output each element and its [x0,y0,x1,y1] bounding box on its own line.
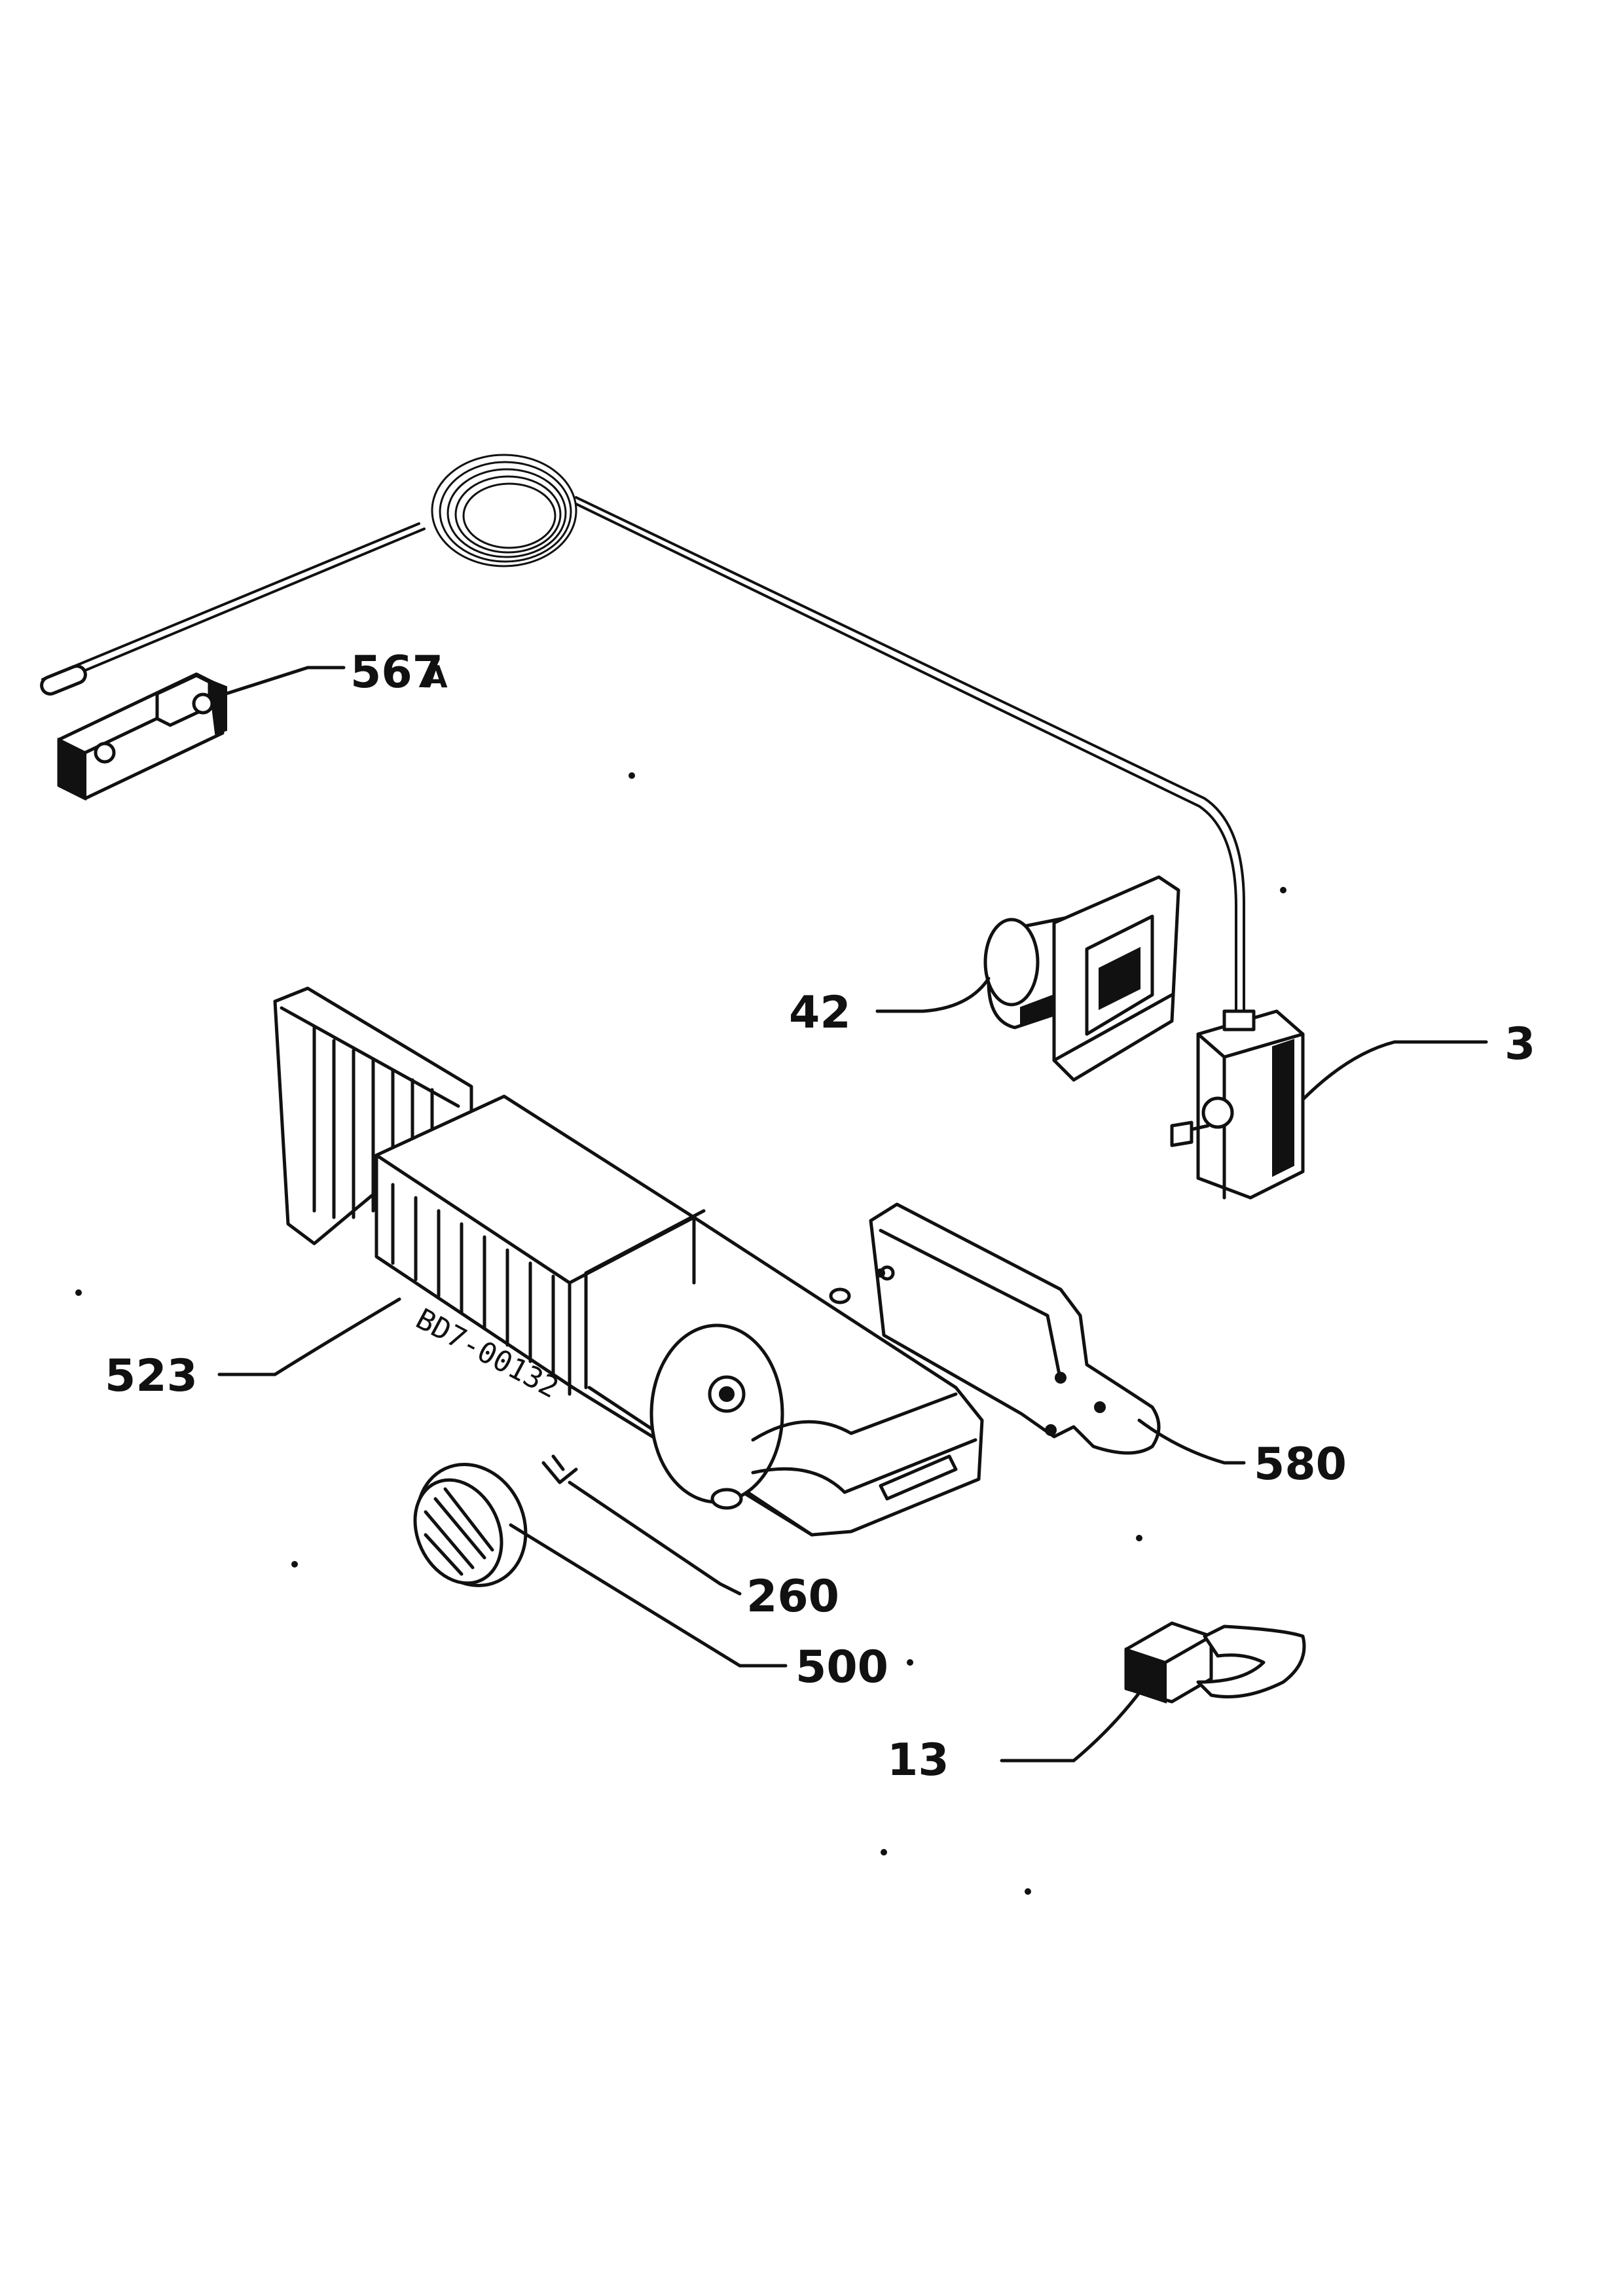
part-3-thermostat [1170,1009,1305,1200]
side-vents [391,1183,555,1376]
leader-42 [875,977,991,1013]
leader-13 [1000,1687,1144,1763]
leader-500 [509,1523,788,1668]
label-500: 500 [795,1641,888,1693]
capillary-coil [431,454,577,567]
label-42: 42 [789,987,851,1039]
leader-580 [1137,1418,1246,1465]
part-500-knob [413,1463,528,1587]
label-13: 13 [887,1734,949,1786]
leader-523 [217,1297,401,1376]
capillary-tube [40,454,1245,1022]
label-580: 580 [1254,1439,1347,1490]
part-42-lamp-holder [983,875,1180,1082]
part-567a-sensor-clip [57,672,227,801]
scan-specks [75,772,1286,1895]
label-567-suffix: A [424,659,448,694]
part-523-control-housing [273,986,984,1537]
leader-3 [1301,1040,1488,1102]
label-567: 567 [350,647,443,698]
leader-260 [568,1480,742,1596]
label-260: 260 [746,1571,839,1623]
part-580-cover-plate [869,1202,1161,1455]
part-260-clip [541,1454,578,1484]
label-3: 3 [1504,1018,1535,1070]
label-523: 523 [105,1350,198,1402]
leader-567a [224,666,346,696]
part-13-switch-clip [1124,1621,1306,1704]
